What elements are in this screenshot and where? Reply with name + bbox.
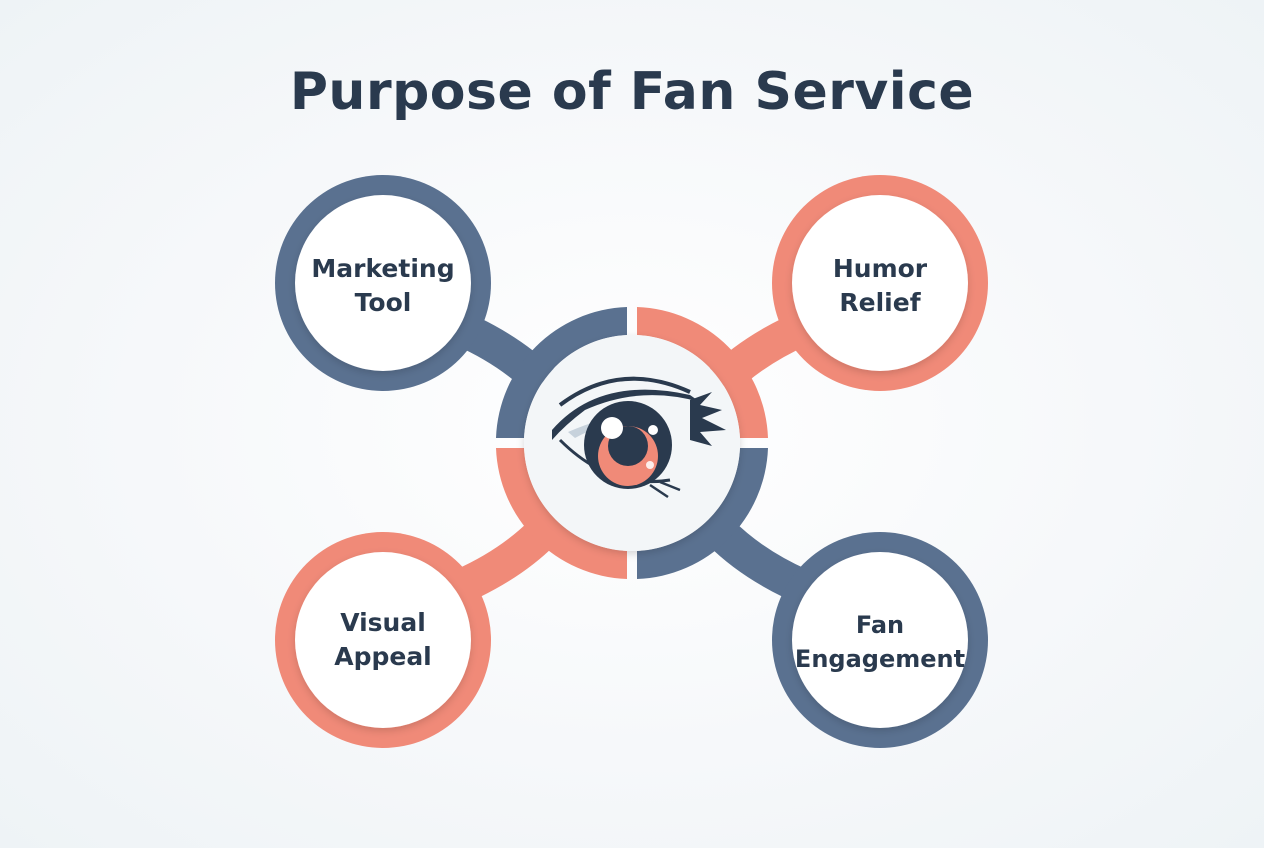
node-label-line1: Visual bbox=[340, 608, 426, 637]
node-label-line2: Appeal bbox=[334, 642, 432, 671]
node-label-line1: Humor bbox=[832, 254, 928, 283]
node-label-line2: Relief bbox=[839, 288, 921, 317]
connector-fan-engagement bbox=[708, 520, 808, 597]
node-label-line2: Tool bbox=[354, 288, 412, 317]
node-label-line2: Engagement bbox=[794, 645, 966, 673]
node-label-line1: Marketing bbox=[311, 254, 455, 283]
node-label-humor-relief: Humor Relief bbox=[790, 252, 970, 320]
node-ring-fan-engagement bbox=[772, 532, 988, 748]
node-label-line1: Fan bbox=[855, 611, 905, 639]
node-label-fan-engagement: Fan Engagement bbox=[780, 608, 980, 676]
node-ring-visual-appeal bbox=[275, 532, 491, 748]
node-ring-humor-relief bbox=[772, 175, 988, 391]
center-ring bbox=[496, 307, 768, 579]
anime-eye-icon bbox=[552, 376, 726, 499]
diagram-title: Purpose of Fan Service bbox=[289, 62, 975, 122]
node-ring-marketing-tool bbox=[275, 175, 491, 391]
node-label-visual-appeal: Visual Appeal bbox=[293, 606, 473, 674]
node-label-marketing-tool: Marketing Tool bbox=[293, 252, 473, 320]
connector-visual-appeal bbox=[455, 520, 555, 597]
